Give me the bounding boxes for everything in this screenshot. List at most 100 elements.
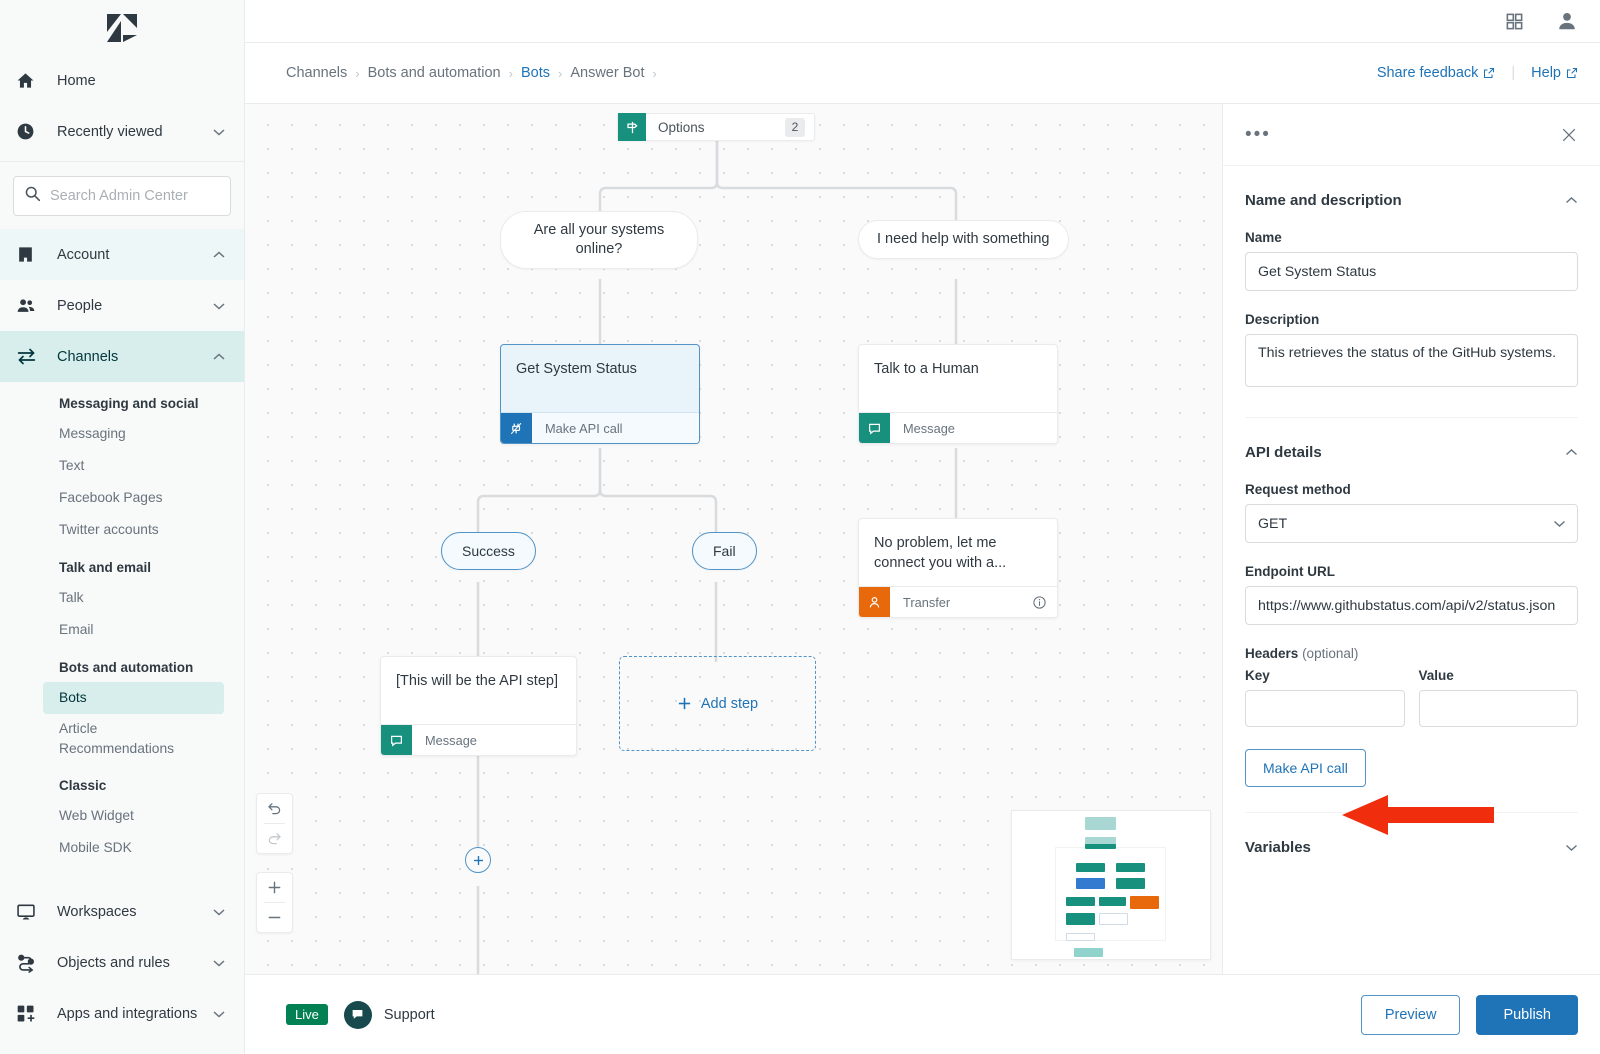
flow-minimap[interactable] xyxy=(1011,810,1211,960)
share-feedback-link[interactable]: Share feedback xyxy=(1377,65,1496,81)
chevron-down-icon xyxy=(212,959,226,967)
home-icon xyxy=(16,71,44,90)
sidebar-item-talk[interactable]: Talk xyxy=(59,590,84,605)
info-circle-icon[interactable] xyxy=(1032,595,1047,610)
field-label-request-method: Request method xyxy=(1245,482,1351,497)
status-badge: Live xyxy=(286,1004,328,1025)
objects-rules-icon xyxy=(16,952,44,973)
preview-button[interactable]: Preview xyxy=(1360,994,1461,1035)
sidebar-item-label: Channels xyxy=(57,348,119,365)
publish-button[interactable]: Publish xyxy=(1476,994,1578,1035)
name-input[interactable] xyxy=(1245,252,1578,291)
zendesk-logo[interactable] xyxy=(0,0,244,55)
chevron-up-icon xyxy=(212,250,226,259)
apps-grid-icon[interactable] xyxy=(1505,12,1524,31)
header-value-input[interactable] xyxy=(1418,690,1578,727)
zendesk-logo-icon xyxy=(107,13,137,42)
flow-card-api-step[interactable]: [This will be the API step] Message xyxy=(380,656,577,756)
sidebar-item-apps-and-integrations[interactable]: Apps and integrations xyxy=(0,988,244,1039)
breadcrumb-item-bots-and-automation[interactable]: Bots and automation xyxy=(367,65,501,81)
channel-group-bots: Bots and automation Bots Article Recomme… xyxy=(0,646,244,764)
minimap-node xyxy=(1099,897,1126,906)
minimap-content xyxy=(1012,811,1210,959)
help-link[interactable]: Help xyxy=(1531,65,1578,81)
flow-card-talk-to-a-human[interactable]: Talk to a Human Message xyxy=(858,344,1058,444)
sidebar-item-label: People xyxy=(57,297,103,314)
undo-button[interactable] xyxy=(257,794,292,823)
flow-canvas[interactable]: Options 2 Are all your systems online? I… xyxy=(245,104,1222,974)
sidebar-item-text[interactable]: Text xyxy=(59,458,85,473)
sidebar-item-mobile-sdk[interactable]: Mobile SDK xyxy=(59,840,132,855)
sidebar-item-objects-and-rules[interactable]: Objects and rules xyxy=(0,937,244,988)
flow-add-step-button[interactable]: Add step xyxy=(619,656,816,751)
sidebar-item-article-recommendations[interactable]: Article Recommendations xyxy=(59,721,175,756)
panel-menu-button[interactable]: ••• xyxy=(1245,124,1271,145)
sidebar-item-bots[interactable]: Bots xyxy=(43,682,224,714)
sidebar-item-people[interactable]: People xyxy=(0,280,244,331)
sidebar-item-label: Apps and integrations xyxy=(57,1005,198,1022)
section-header-name-and-description[interactable]: Name and description xyxy=(1245,166,1578,209)
search-input[interactable] xyxy=(41,188,237,204)
user-avatar-icon[interactable] xyxy=(1556,10,1578,32)
card-footer: Make API call xyxy=(501,412,699,443)
sidebar-item-label: Recently viewed xyxy=(57,123,163,140)
close-icon[interactable] xyxy=(1560,126,1578,144)
search-box[interactable] xyxy=(13,176,237,216)
endpoint-url-input[interactable] xyxy=(1245,586,1578,625)
breadcrumb-item-answer-bot[interactable]: Answer Bot xyxy=(570,65,645,81)
sidebar-item-email[interactable]: Email xyxy=(59,622,94,637)
card-footer: Message xyxy=(859,412,1057,443)
headers-col-key: Key xyxy=(1245,668,1270,683)
flow-card-get-system-status[interactable]: Get System Status Make API call xyxy=(500,344,700,444)
breadcrumb-item-bots[interactable]: Bots xyxy=(520,65,550,81)
panel-body: Name and description Name Description AP… xyxy=(1223,166,1600,974)
sidebar-item-web-widget[interactable]: Web Widget xyxy=(59,808,134,823)
sidebar-item-twitter-accounts[interactable]: Twitter accounts xyxy=(59,522,159,537)
header-key-input[interactable] xyxy=(1245,690,1405,727)
section-title: API details xyxy=(1245,444,1322,461)
redo-button[interactable] xyxy=(257,824,292,853)
sidebar-item-recently-viewed[interactable]: Recently viewed xyxy=(0,106,244,157)
sidebar-item-label: Objects and rules xyxy=(57,954,170,971)
flow-branch-need-help[interactable]: I need help with something xyxy=(858,220,1069,260)
request-method-select[interactable] xyxy=(1245,504,1578,543)
sidebar-item-messaging[interactable]: Messaging xyxy=(59,426,126,441)
minimap-node xyxy=(1116,863,1145,872)
sidebar-item-account[interactable]: Account xyxy=(0,229,244,280)
message-bubble-icon xyxy=(381,724,412,755)
group-heading: Classic xyxy=(59,778,107,793)
flow-graph: Options 2 Are all your systems online? I… xyxy=(245,104,1222,974)
message-bubble-icon xyxy=(859,412,890,443)
flow-branch-systems-online[interactable]: Are all your systems online? xyxy=(500,211,698,270)
make-api-call-button[interactable]: Make API call xyxy=(1245,749,1366,787)
chevron-down-icon xyxy=(212,908,226,916)
panel-header: ••• xyxy=(1223,104,1600,166)
flow-node-options[interactable]: Options 2 xyxy=(617,113,815,141)
breadcrumb-item-channels[interactable]: Channels xyxy=(286,65,348,81)
flow-branch-success[interactable]: Success xyxy=(441,532,536,571)
chevron-up-icon xyxy=(212,352,226,361)
description-textarea[interactable] xyxy=(1245,334,1578,387)
sidebar-item-workspaces[interactable]: Workspaces xyxy=(0,886,244,937)
zoom-in-button[interactable] xyxy=(257,873,292,902)
plus-icon xyxy=(678,697,690,710)
sidebar-item-label: Workspaces xyxy=(57,903,137,920)
support-chat-icon xyxy=(343,1000,372,1029)
header-row xyxy=(1245,690,1578,727)
section-header-variables[interactable]: Variables xyxy=(1245,813,1578,856)
sidebar-divider xyxy=(0,161,244,162)
canvas-zoom-controls xyxy=(256,872,293,933)
main-area: Channels › Bots and automation › Bots › … xyxy=(245,0,1600,1054)
section-header-api-details[interactable]: API details xyxy=(1245,418,1578,461)
sidebar-item-facebook-pages[interactable]: Facebook Pages xyxy=(59,490,163,505)
flow-add-node-button[interactable] xyxy=(465,847,491,873)
field-label-name: Name xyxy=(1245,230,1282,245)
flow-branch-fail[interactable]: Fail xyxy=(692,532,757,571)
card-step-type: Make API call xyxy=(545,420,623,436)
channel-group-talk-email: Talk and email Talk Email xyxy=(0,546,244,646)
sidebar-item-channels[interactable]: Channels xyxy=(0,331,244,382)
branch-label: Success xyxy=(462,543,515,559)
zoom-out-button[interactable] xyxy=(257,903,292,932)
flow-card-transfer[interactable]: No problem, let me connect you with a...… xyxy=(858,518,1058,618)
sidebar-item-home[interactable]: Home xyxy=(0,55,244,106)
